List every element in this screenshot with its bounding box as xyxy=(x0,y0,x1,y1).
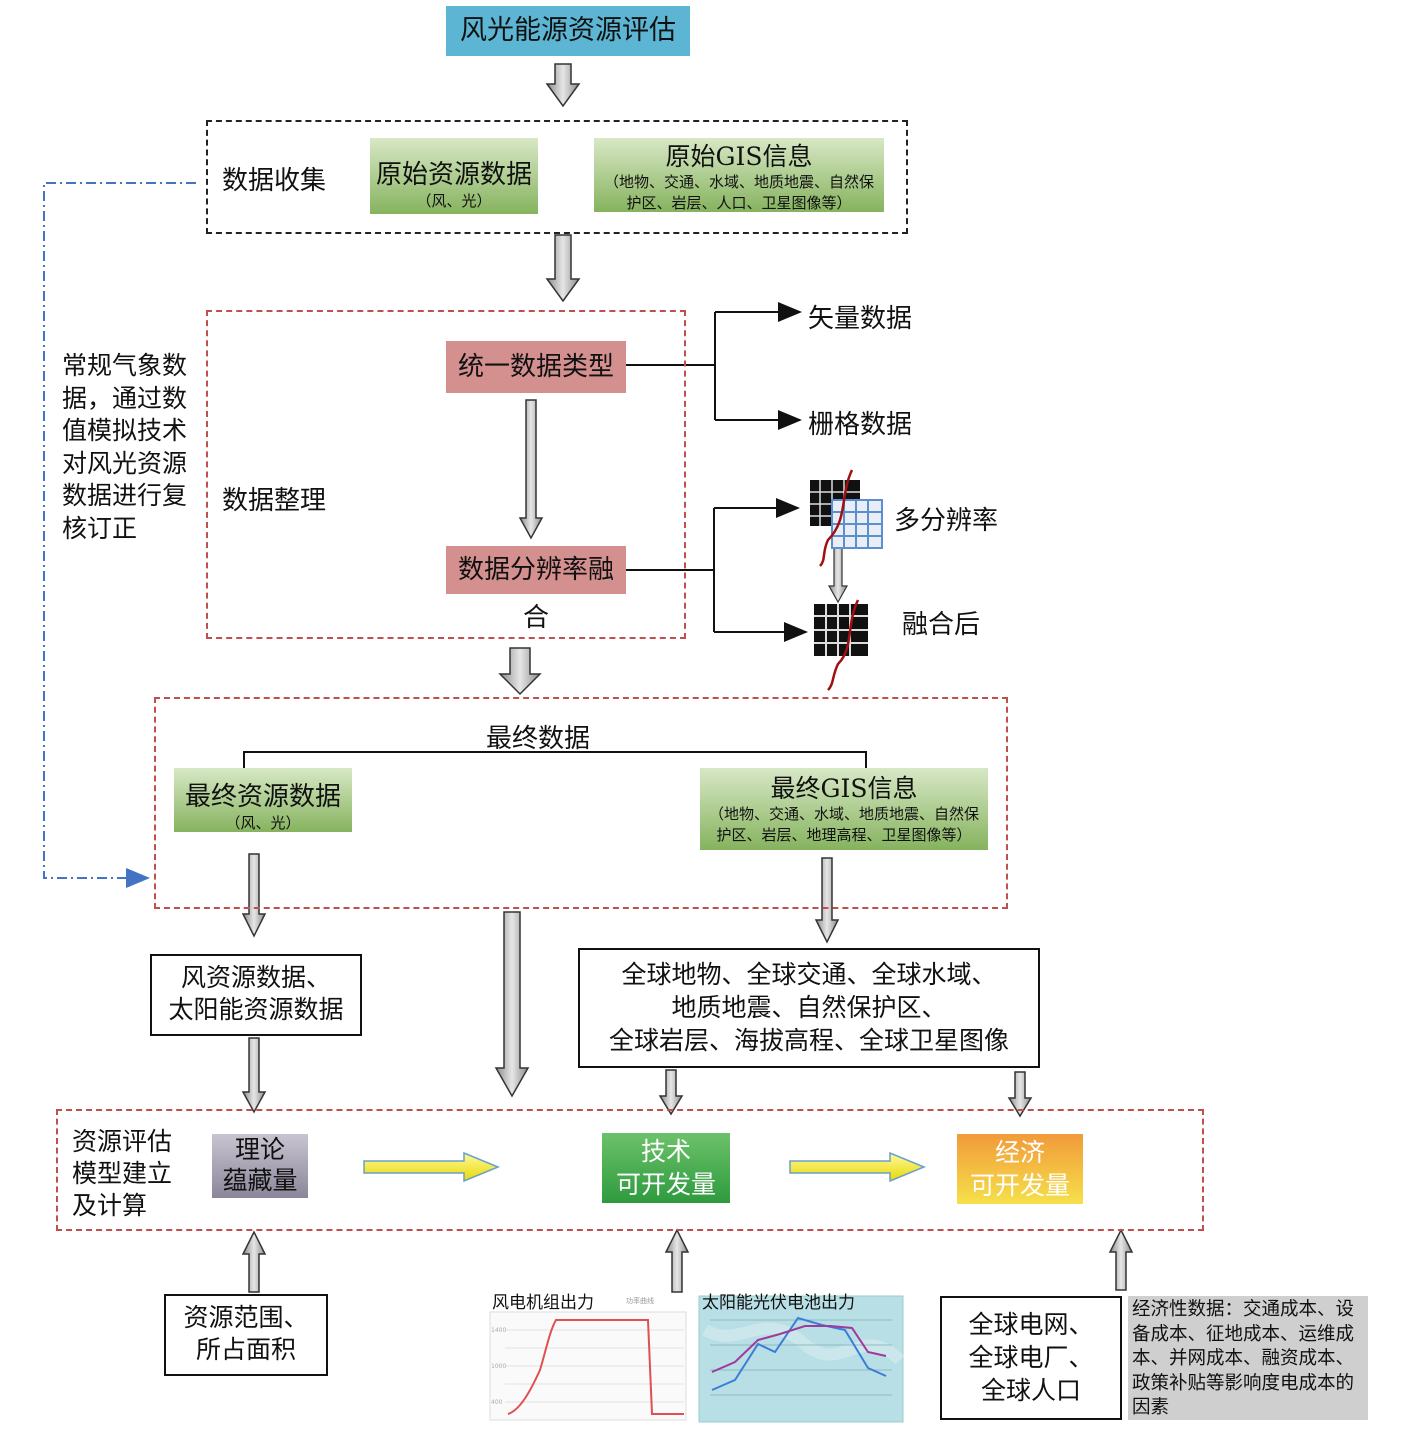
down-arrow-collect-to-organize xyxy=(545,234,581,303)
economic-line: 可开发量 xyxy=(969,1171,1070,1200)
grid-line: 全球电厂、 xyxy=(968,1343,1094,1372)
vector-data-label: 矢量数据 xyxy=(808,304,913,334)
economic-data-note: 经济性数据：交通成本、设备成本、征地成本、运维成本、并网成本、融资成本、政策补贴… xyxy=(1128,1296,1368,1420)
model-section xyxy=(56,1109,1204,1231)
multi-resolution-label: 多分辨率 xyxy=(894,506,999,536)
wind-power-chart: 1400 1000 400 xyxy=(489,1311,687,1421)
down-arrow-final-resource xyxy=(241,853,267,938)
wind-solar-line: 太阳能资源数据 xyxy=(168,995,344,1024)
economic-potential-box: 经济 可开发量 xyxy=(957,1134,1083,1204)
side-note-line: 核订正 xyxy=(62,513,138,543)
raw-resource-title: 原始资源数据 xyxy=(375,160,532,190)
down-arrow-organize-to-final xyxy=(498,647,542,696)
multi-resolution-icon xyxy=(810,469,883,567)
technical-line: 可开发量 xyxy=(615,1170,716,1199)
technical-potential-box: 技术 可开发量 xyxy=(602,1133,730,1203)
data-collection-label: 数据收集 xyxy=(222,166,327,196)
grid-line: 全球电网、 xyxy=(968,1310,1094,1339)
final-gis-box: 最终GIS信息 （地物、交通、水域、地质地震、自然保护区、岩层、地理高程、卫星图… xyxy=(700,768,988,850)
raw-gis-title: 原始GIS信息 xyxy=(665,142,813,171)
side-note: 常规气象数 据，通过数 值模拟技术 对风光资源 数据进行复 核订正 xyxy=(62,350,187,545)
down-arrow-central xyxy=(494,911,530,1098)
down-arrow-title-to-collect xyxy=(545,63,581,108)
data-organization-section xyxy=(206,310,686,639)
final-data-section xyxy=(154,697,1008,909)
down-arrow-global-to-economic xyxy=(1007,1071,1033,1118)
final-gis-title: 最终GIS信息 xyxy=(770,774,918,803)
theory-reserve-box: 理论 蕴藏量 xyxy=(212,1134,308,1198)
model-label-line: 模型建立 xyxy=(72,1159,173,1188)
solar-chart-title: 太阳能光伏电池出力 xyxy=(702,1293,855,1313)
solar-curve-purple xyxy=(711,1325,887,1373)
final-resource-sub: （风、光） xyxy=(225,814,301,832)
resolution-fusion-box: 数据分辨率融合 xyxy=(446,546,626,633)
global-data-line: 全球岩层、海拔高程、全球卫星图像 xyxy=(608,1026,1009,1055)
side-note-line: 对风光资源 xyxy=(62,448,188,478)
feedback-line xyxy=(43,182,196,888)
grid-line: 全球人口 xyxy=(980,1376,1081,1405)
raw-gis-sub: （地物、交通、水域、地质地震、自然保护区、岩层、人口、卫星图像等） xyxy=(603,173,874,212)
resource-area-box: 资源范围、 所占面积 xyxy=(164,1294,328,1376)
down-arrow-global-to-technical xyxy=(658,1069,684,1116)
right-arrow-theory-to-technical xyxy=(363,1151,500,1183)
up-arrow-area-to-theory xyxy=(241,1230,267,1293)
global-data-box: 全球地物、全球交通、全球水域、 地质地震、自然保护区、 全球岩层、海拔高程、全球… xyxy=(578,948,1040,1068)
final-data-label: 最终数据 xyxy=(486,724,591,754)
fused-grid-icon xyxy=(814,599,868,691)
side-note-line: 数据进行复 xyxy=(62,481,188,510)
svg-text:1400: 1400 xyxy=(491,1327,506,1334)
global-data-line: 全球地物、全球交通、全球水域、 xyxy=(621,960,997,989)
area-line: 所占面积 xyxy=(195,1335,296,1364)
model-label: 资源评估 模型建立 及计算 xyxy=(72,1126,172,1222)
right-arrow-technical-to-economic xyxy=(789,1151,926,1183)
raster-data-label: 栅格数据 xyxy=(808,410,913,440)
side-note-line: 值模拟技术 xyxy=(62,416,188,445)
down-arrow-unify-to-fusion xyxy=(518,399,544,540)
raw-gis-box: 原始GIS信息 （地物、交通、水域、地质地震、自然保护区、岩层、人口、卫星图像等… xyxy=(594,138,884,212)
economic-line: 经济 xyxy=(994,1138,1045,1167)
wind-power-curve xyxy=(507,1319,684,1415)
raw-resource-sub: （风、光） xyxy=(416,192,492,210)
wind-chart-title: 风电机组出力 xyxy=(492,1293,594,1313)
up-arrow-charts-to-technical xyxy=(664,1228,690,1293)
solar-power-chart xyxy=(698,1295,905,1423)
technical-line: 技术 xyxy=(640,1137,691,1166)
final-resource-title: 最终资源数据 xyxy=(184,782,341,812)
final-bracket xyxy=(243,751,867,768)
final-resource-data-box: 最终资源数据 （风、光） xyxy=(174,768,352,832)
down-arrow-multi-to-fused xyxy=(827,547,849,604)
down-arrow-wind-solar-to-model xyxy=(241,1037,267,1114)
svg-text:1000: 1000 xyxy=(491,1363,506,1370)
solar-curve-blue xyxy=(711,1316,887,1391)
up-arrow-grid-to-economic xyxy=(1108,1228,1134,1291)
after-fusion-label: 融合后 xyxy=(902,610,981,640)
theory-line: 蕴藏量 xyxy=(222,1166,298,1195)
side-note-line: 据，通过数 xyxy=(62,383,188,413)
data-organization-label: 数据整理 xyxy=(222,486,327,516)
down-arrow-final-gis xyxy=(814,857,840,944)
data-collection-section xyxy=(206,120,908,234)
global-grid-box: 全球电网、 全球电厂、 全球人口 xyxy=(940,1296,1122,1420)
side-note-line: 常规气象数 xyxy=(62,351,188,380)
wind-chart-inner-title: 功率曲线 xyxy=(626,1297,654,1305)
theory-line: 理论 xyxy=(234,1135,285,1164)
model-label-line: 及计算 xyxy=(72,1191,148,1220)
final-gis-sub: （地物、交通、水域、地质地震、自然保护区、岩层、地理高程、卫星图像等） xyxy=(708,805,979,844)
branch-unify xyxy=(626,302,802,430)
global-data-line: 地质地震、自然保护区、 xyxy=(671,993,947,1022)
raw-resource-data-box: 原始资源数据 （风、光） xyxy=(370,138,538,214)
model-label-line: 资源评估 xyxy=(72,1127,173,1156)
svg-text:400: 400 xyxy=(491,1399,503,1406)
wind-solar-data-box: 风资源数据、 太阳能资源数据 xyxy=(150,954,362,1036)
area-line: 资源范围、 xyxy=(183,1303,309,1332)
wind-solar-line: 风资源数据、 xyxy=(180,963,331,992)
title-box: 风光能源资源评估 xyxy=(446,6,690,56)
unify-data-type-box: 统一数据类型 xyxy=(446,341,626,393)
branch-fusion xyxy=(626,498,808,642)
